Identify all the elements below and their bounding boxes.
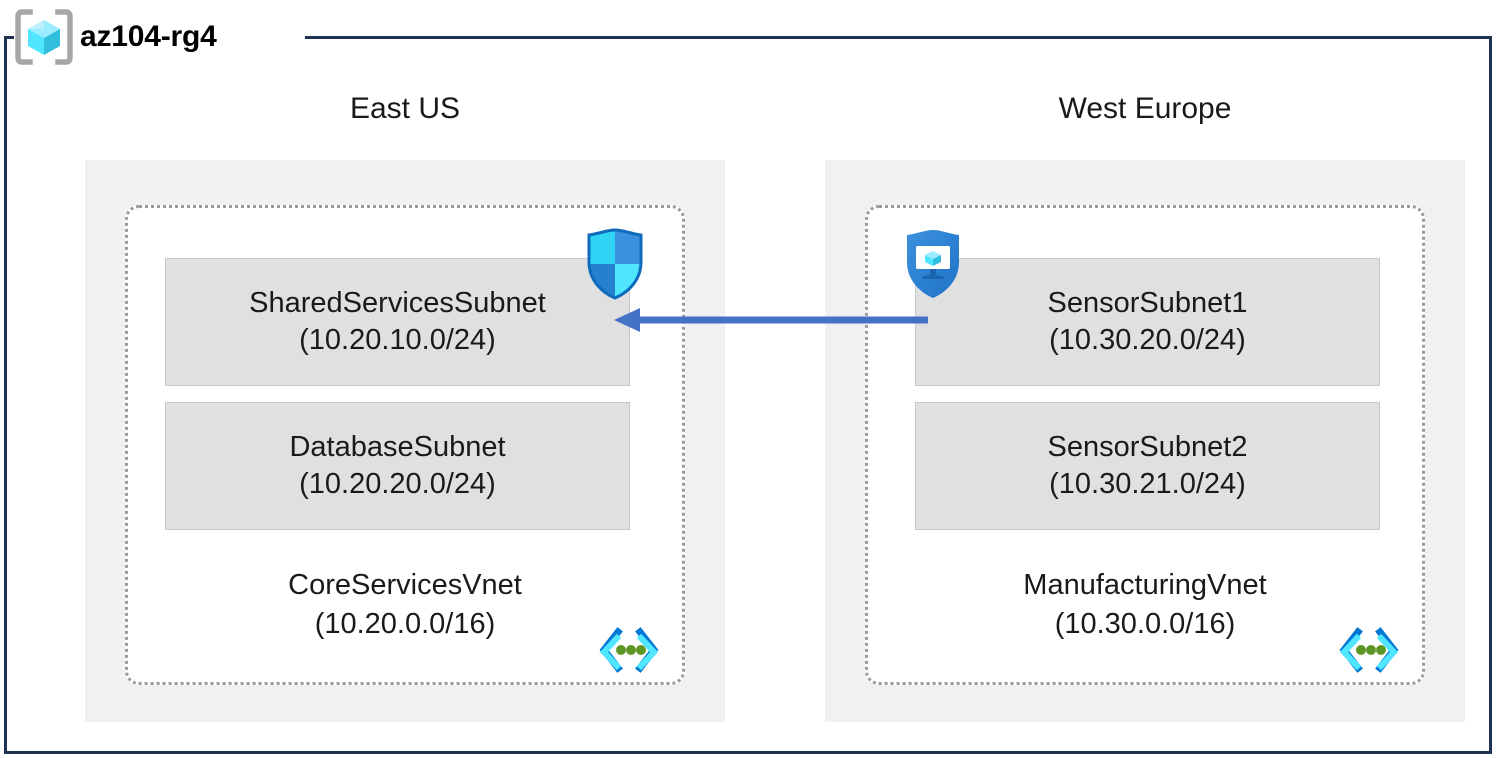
subnet-sensor-1: SensorSubnet1 (10.30.20.0/24) — [915, 258, 1380, 386]
subnet-database-name: DatabaseSubnet — [289, 430, 506, 463]
region-label-west-europe: West Europe — [1058, 92, 1232, 125]
vnet-manufacturing-cidr: (10.30.0.0/16) — [1054, 607, 1236, 640]
subnet-sensor-2-cidr: (10.30.21.0/24) — [1049, 468, 1246, 500]
subnet-sensor-2: SensorSubnet2 (10.30.21.0/24) — [915, 402, 1380, 530]
azure-firewall-shield-icon — [582, 226, 648, 302]
resource-group-header: az104-rg4 — [14, 8, 227, 66]
subnet-shared-services: SharedServicesSubnet (10.20.10.0/24) — [165, 258, 630, 386]
azure-bastion-shield-icon — [900, 226, 966, 302]
region-label-east-us: East US — [349, 92, 461, 125]
resource-group-frame-top-left-segment — [4, 36, 18, 39]
subnet-sensor-2-name: SensorSubnet2 — [1047, 430, 1248, 463]
subnet-shared-services-cidr: (10.20.10.0/24) — [299, 324, 496, 356]
subnet-shared-services-name: SharedServicesSubnet — [249, 286, 546, 319]
vnet-manufacturing-caption: ManufacturingVnet (10.30.0.0/16) — [868, 566, 1422, 643]
vnet-manufacturing-name: ManufacturingVnet — [1023, 569, 1267, 601]
virtual-network-icon — [1338, 626, 1400, 674]
resource-group-frame — [4, 38, 1492, 754]
resource-group-frame-top-right-segment — [305, 36, 1492, 39]
subnet-database-cidr: (10.20.20.0/24) — [299, 468, 496, 500]
subnet-sensor-1-cidr: (10.30.20.0/24) — [1049, 324, 1246, 356]
subnet-database: DatabaseSubnet (10.20.20.0/24) — [165, 402, 630, 530]
vnet-core-services-caption: CoreServicesVnet (10.20.0.0/16) — [128, 566, 682, 643]
subnet-sensor-1-name: SensorSubnet1 — [1047, 286, 1248, 319]
virtual-network-icon — [598, 626, 660, 674]
resource-group-name: az104-rg4 — [80, 20, 217, 53]
vnet-peering-arrow — [612, 300, 928, 340]
vnet-core-services-cidr: (10.20.0.0/16) — [314, 607, 496, 640]
vnet-core-services-name: CoreServicesVnet — [288, 569, 522, 601]
resource-group-cube-icon — [14, 9, 74, 65]
